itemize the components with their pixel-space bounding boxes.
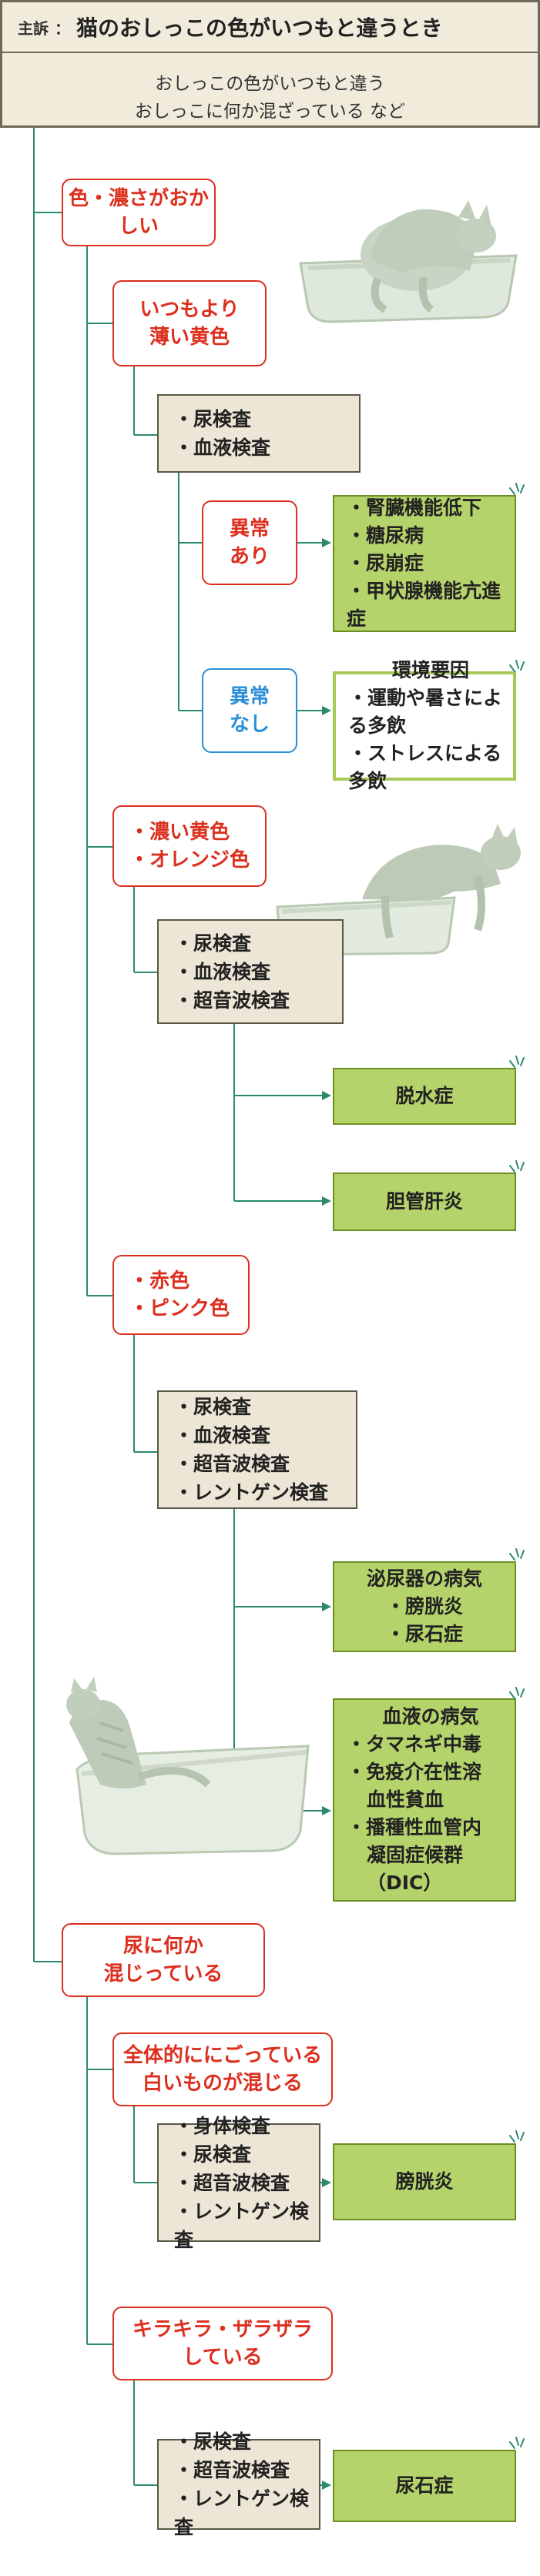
result-blood-disease: 血液の病気 ・タマネギ中毒 ・免疫介在性溶 血性貧血 ・播種性血管内 凝固症候群… [333, 1698, 516, 1902]
cat-litter-illustration-1 [299, 200, 518, 323]
test-item: ・超音波検査 [174, 2459, 290, 2481]
sparkle-icon [509, 1160, 525, 1173]
sparkle-icon [509, 1548, 525, 1561]
header-title: 猫のおしっこの色がいつもと違うとき [76, 15, 443, 41]
sparkle-icon [509, 1687, 525, 1699]
tests-sparkly: ・尿検査 ・超音波検査 ・レントゲン検査 [157, 2430, 320, 2538]
tests-cloudy: ・身体検査 ・尿検査 ・超音波検査 ・レントゲン検査 [157, 2115, 320, 2251]
result-item: ・膀胱炎 [385, 1595, 463, 1618]
sparkle-icon [509, 1055, 525, 1068]
node-sparkly: キラキラ・ザラザラ している [112, 2307, 333, 2380]
result-item: ・腎臓機能低下 [347, 497, 482, 519]
test-item: ・尿検査 [174, 2143, 252, 2166]
header-description-line: おしっこの色がいつもと違う [155, 74, 385, 94]
result-item: ・播種性血管内 [347, 1816, 482, 1838]
result-urolithiasis: 尿石症 [333, 2450, 516, 2522]
result-item: ・運動や暑さによる多飲 [348, 687, 503, 737]
node-label: あり [229, 545, 270, 568]
node-color-abnormal: 色・濃さがおかしい [62, 179, 216, 246]
result-item: ・尿崩症 [347, 552, 424, 574]
result-dehydration: 脱水症 [333, 1068, 516, 1125]
tests-red-pink: ・尿検査 ・血液検査 ・超音波検査 ・レントゲン検査 [157, 1390, 357, 1509]
result-abnormal-present: ・腎臓機能低下 ・糖尿病 ・尿崩症 ・甲状腺機能亢進症 [333, 495, 516, 632]
result-heading: 血液の病気 [382, 1705, 479, 1728]
result-item: 膀胱炎 [395, 2170, 454, 2193]
header-colon: ： [55, 18, 70, 38]
cat-litter-illustration-2 [276, 824, 521, 956]
result-heading: 環境要因 [391, 659, 469, 681]
node-label: ・オレンジ色 [129, 848, 250, 871]
node-label: いつもより [139, 298, 240, 321]
result-item: ・糖尿病 [347, 524, 424, 547]
result-item: 凝固症候群（DIC） [367, 1844, 464, 1894]
test-item: ・超音波検査 [174, 989, 290, 1012]
result-cystitis: 膀胱炎 [333, 2143, 516, 2220]
node-label: 薄い黄色 [149, 326, 230, 349]
node-abnormal-present: 異常 あり [202, 500, 297, 585]
result-item: 血性貧血 [367, 1788, 444, 1811]
node-something-mixed: 尿に何か 混じっている [62, 1923, 265, 1997]
result-item: ・タマネギ中毒 [347, 1733, 482, 1755]
node-label: ・赤色 [129, 1270, 190, 1293]
test-item: ・血液検査 [174, 960, 271, 983]
test-item: ・超音波検査 [174, 2171, 290, 2194]
result-item: 尿石症 [395, 2474, 454, 2497]
node-label: キラキラ・ザラザラ [132, 2318, 313, 2341]
node-label: ・濃い黄色 [129, 821, 230, 844]
result-item: 胆管肝炎 [385, 1190, 463, 1213]
node-label: ・ピンク色 [129, 1297, 230, 1320]
test-item: ・血液検査 [174, 437, 271, 459]
node-label: 全体的ににごっている [122, 2044, 323, 2067]
header-description-line: おしっこに何か混ざっている など [134, 102, 406, 122]
test-item: ・レントゲン検査 [174, 2487, 310, 2538]
sparkle-icon [509, 660, 525, 672]
test-item: ・レントゲン検査 [174, 1481, 329, 1504]
tests-dark-yellow: ・尿検査 ・血液検査 ・超音波検査 [157, 919, 344, 1024]
test-item: ・血液検査 [174, 1424, 271, 1447]
chief-complaint-label: 主訴 [18, 18, 49, 38]
node-label: 異常 [229, 517, 270, 540]
sparkle-icon [509, 2437, 525, 2449]
test-item: ・身体検査 [174, 2114, 271, 2137]
result-urinary-disease: 泌尿器の病気 ・膀胱炎 ・尿石症 [333, 1561, 516, 1652]
result-item: 脱水症 [395, 1085, 454, 1107]
test-item: ・超音波検査 [174, 1453, 290, 1475]
result-item: ・ストレスによる多飲 [348, 742, 502, 792]
chief-complaint-header: 主訴 ： 猫のおしっこの色がいつもと違うとき おしっこの色がいつもと違う おしっ… [0, 0, 540, 128]
node-pale-yellow: いつもより 薄い黄色 [112, 280, 267, 366]
result-item: ・免疫介在性溶 [347, 1761, 482, 1783]
header-title-row: 主訴 ： 猫のおしっこの色がいつもと違うとき [2, 2, 538, 53]
node-label: なし [229, 713, 270, 736]
test-item: ・尿検査 [174, 932, 252, 955]
node-red-pink: ・赤色 ・ピンク色 [112, 1255, 250, 1335]
sparkle-icon [509, 483, 525, 495]
test-item: ・尿検査 [174, 408, 252, 430]
node-dark-yellow: ・濃い黄色 ・オレンジ色 [112, 805, 267, 887]
node-label: 色・濃さがおかしい [68, 187, 209, 238]
result-item: ・甲状腺機能亢進症 [347, 580, 501, 630]
node-label: 異常 [229, 685, 270, 708]
node-label: 尿に何か [122, 1935, 203, 1958]
result-cholangiohepatitis: 胆管肝炎 [333, 1173, 516, 1231]
node-abnormal-absent: 異常 なし [202, 668, 297, 753]
node-cloudy: 全体的ににごっている 白いものが混じる [112, 2032, 333, 2106]
test-item: ・尿検査 [174, 2430, 252, 2453]
header-description: おしっこの色がいつもと違う おしっこに何か混ざっている など [2, 53, 538, 125]
tests-pale-yellow: ・尿検査 ・血液検査 [157, 394, 361, 473]
node-label: 白いものが混じる [142, 2072, 303, 2095]
test-item: ・レントゲン検査 [174, 2200, 310, 2251]
node-label: 混じっている [103, 1962, 223, 1986]
result-heading: 泌尿器の病気 [366, 1567, 482, 1590]
node-label: している [183, 2346, 263, 2369]
result-environmental: 環境要因 ・運動や暑さによる多飲 ・ストレスによる多飲 [333, 659, 516, 792]
sparkle-icon [509, 2130, 525, 2143]
test-item: ・尿検査 [174, 1396, 252, 1418]
result-item: ・尿石症 [385, 1623, 463, 1645]
cat-litter-illustration-3 [66, 1677, 310, 1855]
